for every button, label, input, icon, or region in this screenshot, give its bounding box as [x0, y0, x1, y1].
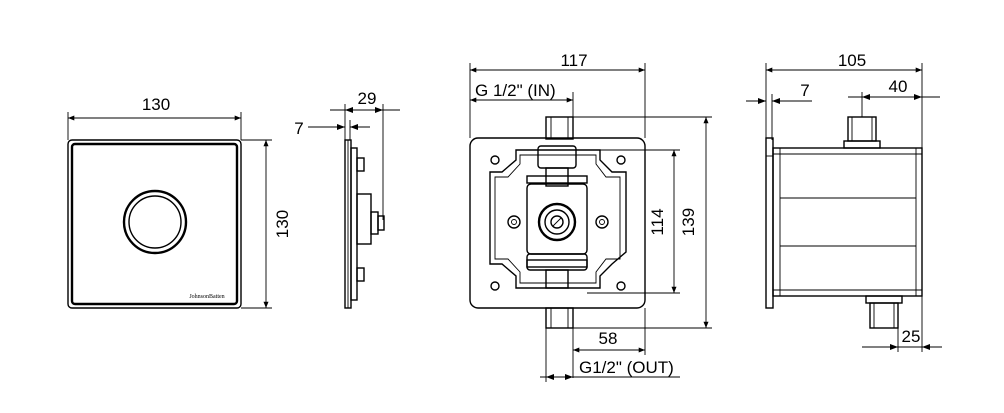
front-plate-outer: [67, 139, 242, 309]
front-plate-inner: [70, 142, 239, 306]
cartridge-ring: [544, 209, 570, 235]
side-view: 29 7: [294, 89, 400, 309]
cartridge-center: [550, 215, 564, 229]
valve-body: [526, 183, 588, 255]
inlet-offset-label: 40: [889, 77, 908, 96]
inlet-pipe: [545, 116, 574, 140]
mount-hole-bl: [490, 281, 500, 291]
front-width-label: 130: [142, 95, 170, 114]
brand-logo: JohnsonBatten: [189, 294, 224, 300]
outlet-label: G1/2" (OUT): [579, 358, 674, 377]
mount-hole-tr: [616, 155, 626, 165]
side-button-stem: [370, 211, 379, 235]
right-depth-label: 105: [838, 51, 866, 70]
side-clip-top: [356, 157, 365, 172]
right-outlet-nut: [865, 295, 903, 304]
side-depth-label: 29: [358, 89, 377, 108]
inlet-label: G 1/2" (IN): [475, 81, 556, 100]
right-front-plate: [765, 137, 774, 309]
offset-label: 58: [599, 329, 618, 348]
side-button-tip: [377, 215, 385, 231]
mount-hole-br: [616, 281, 626, 291]
right-inlet-nut: [843, 140, 881, 149]
cartridge-outer: [537, 202, 577, 242]
mount-hole-tl: [490, 155, 500, 165]
push-button-ring: [122, 189, 188, 255]
screw-right: [595, 215, 609, 229]
right-outlet-pipe: [869, 302, 899, 329]
clamp-bar-top: [526, 175, 588, 184]
outer-height-label: 139: [679, 208, 698, 236]
push-button: [128, 195, 182, 249]
valve-outlet-neck: [545, 269, 569, 289]
right-box-body: [772, 147, 923, 297]
inner-frame: [489, 149, 627, 289]
valve-inlet-neck: [545, 167, 569, 187]
inner-height-label: 114: [648, 208, 667, 235]
side-clip-bottom: [356, 267, 365, 282]
outlet-offset-label: 25: [902, 327, 921, 346]
clamp-bar-bottom: [526, 259, 588, 268]
right-view: 105 40 7: [746, 51, 942, 352]
box-view: 117 G 1/2" (IN): [469, 51, 712, 382]
front-height-label: 130: [273, 210, 292, 238]
side-backplate: [350, 147, 358, 301]
box-width-label: 117: [560, 51, 587, 70]
front-view: 130 JohnsonBatten 130: [67, 95, 292, 309]
outlet-pipe: [545, 307, 574, 329]
screw-left: [507, 215, 521, 229]
right-plate-label: 7: [800, 81, 809, 100]
side-button-housing: [356, 193, 372, 245]
side-plate-label: 7: [294, 119, 303, 138]
